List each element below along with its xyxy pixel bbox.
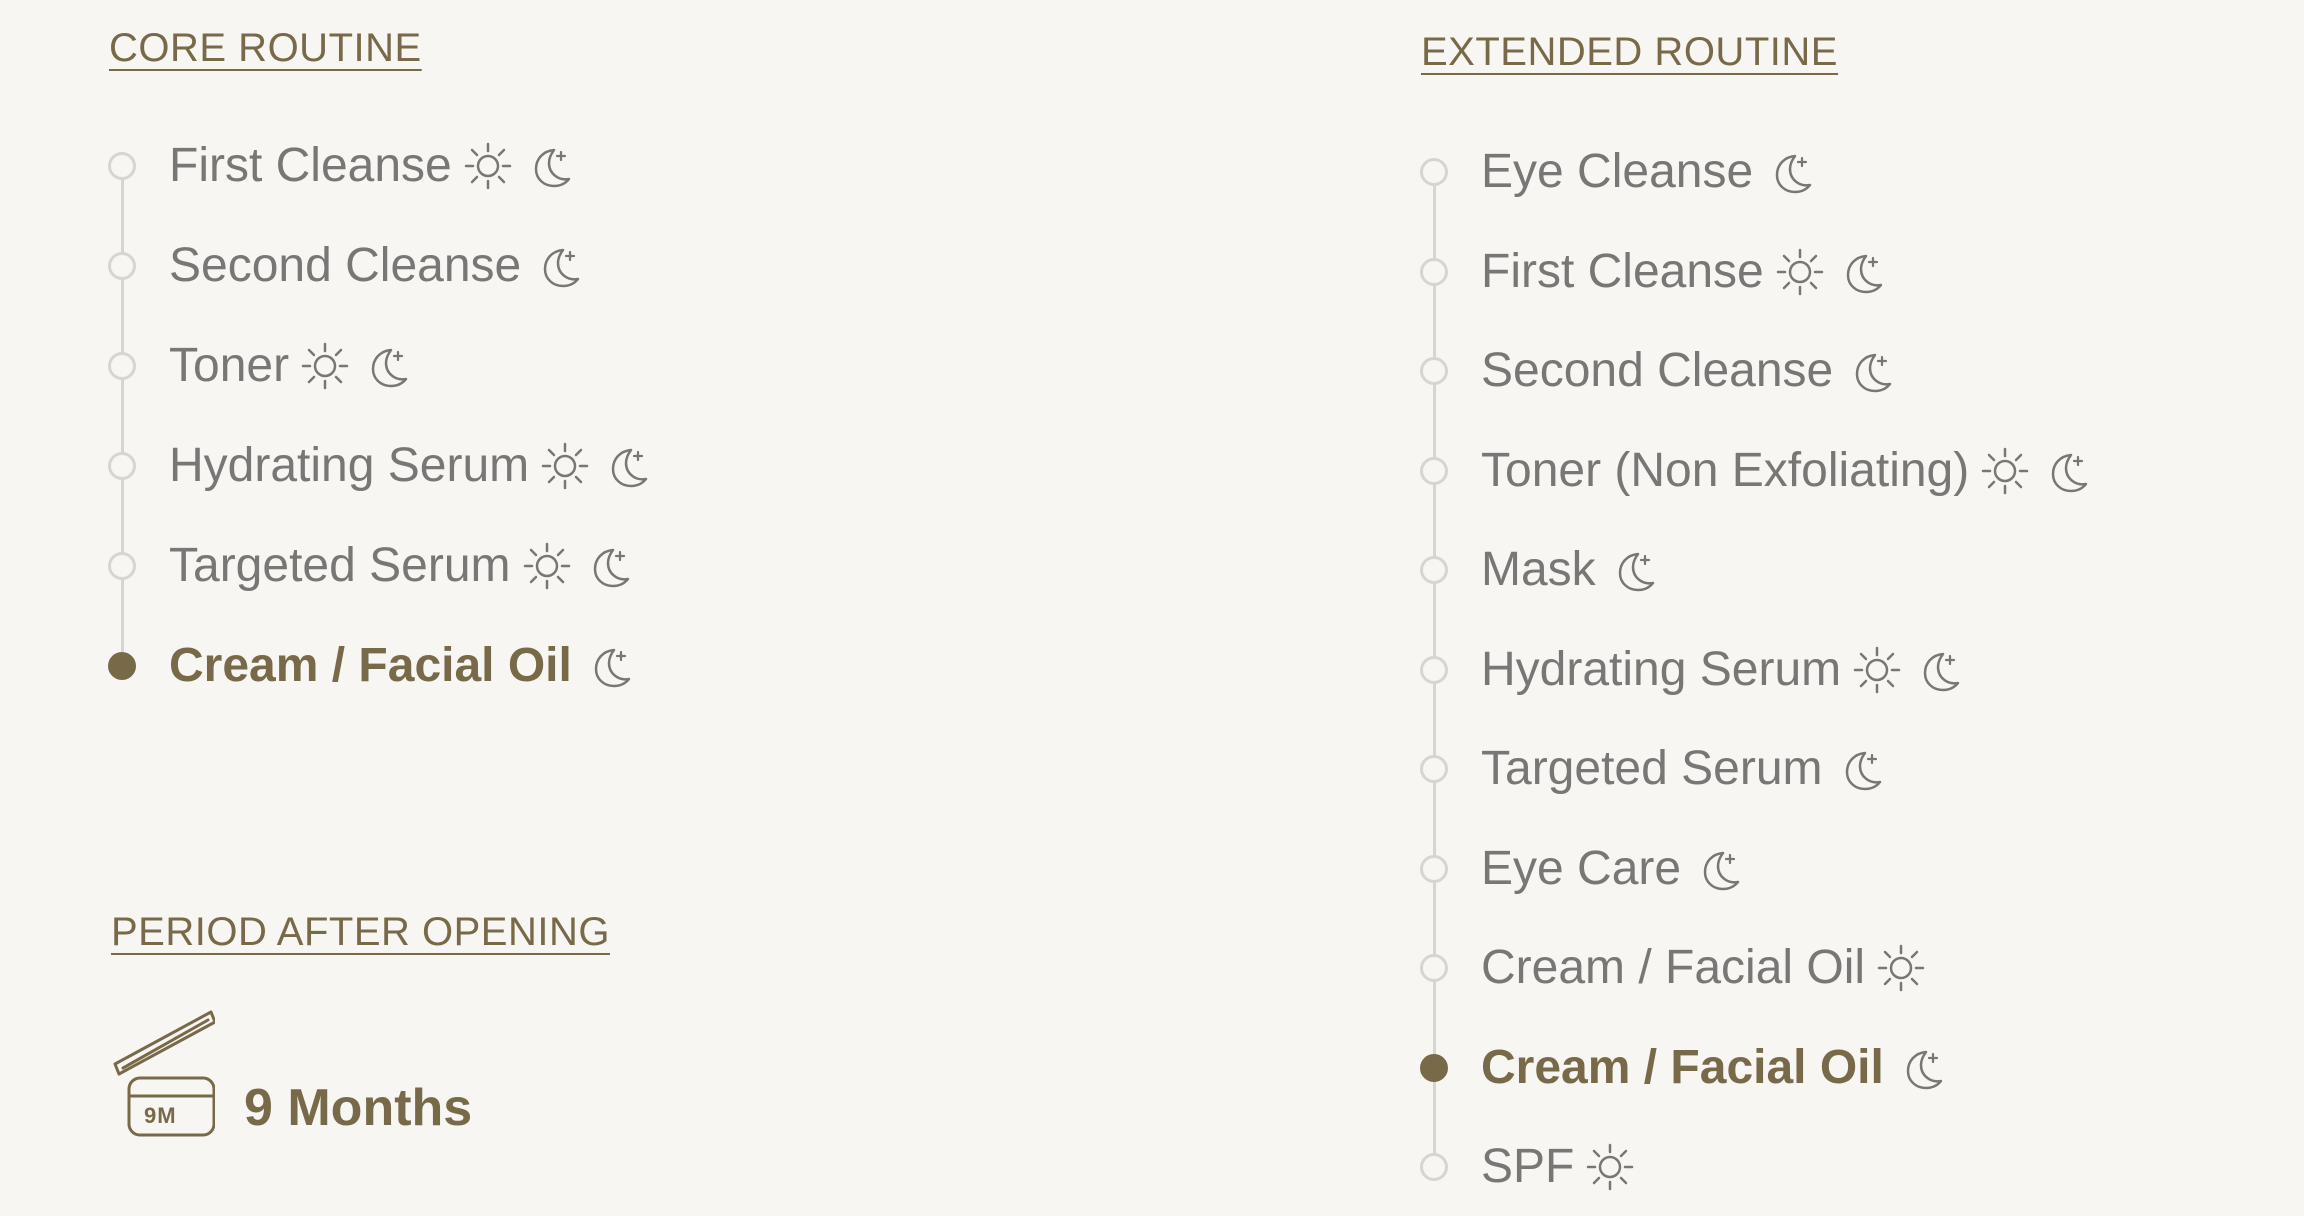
moon-icon: [1693, 845, 1741, 893]
sun-icon: [464, 142, 512, 190]
core-routine-step-label-group: Targeted Serum: [169, 542, 631, 590]
moon-icon: [601, 442, 649, 490]
sun-icon: [523, 542, 571, 590]
step-marker[interactable]: [1420, 655, 1448, 684]
core-routine-title: CORE ROUTINE: [109, 26, 422, 70]
step-marker[interactable]: [1420, 854, 1448, 883]
core-routine-step-label-group: Hydrating Serum: [169, 442, 649, 490]
step-marker[interactable]: [108, 352, 136, 380]
core-routine-step-label-group: Cream / Facial Oil: [169, 642, 632, 690]
sun-icon: [541, 442, 589, 490]
step-marker[interactable]: [108, 452, 136, 480]
step-marker[interactable]: [108, 252, 136, 280]
extended-routine-step-label-group: Cream / Facial Oil: [1481, 944, 1925, 992]
core-routine-step-label: First Cleanse: [169, 139, 452, 192]
extended-routine-title: EXTENDED ROUTINE: [1421, 30, 1838, 74]
sun-icon: [1981, 447, 2029, 495]
extended-routine-step-label-group: First Cleanse: [1481, 244, 1884, 298]
extended-routine-step-label: SPF: [1481, 1140, 1575, 1193]
extended-routine-step-label-group: Second Cleanse: [1481, 347, 1893, 395]
sun-icon: [1877, 944, 1925, 992]
extended-routine-step-label-group: Eye Care: [1481, 841, 1741, 895]
sun-icon: [1853, 646, 1901, 694]
moon-icon: [1845, 347, 1893, 395]
core-routine-step-label: Toner: [169, 339, 290, 392]
moon-icon: [1913, 646, 1961, 694]
extended-routine-step-label: Eye Cleanse: [1481, 145, 1754, 198]
core-routine-timeline: [121, 152, 124, 652]
step-marker[interactable]: [1420, 357, 1448, 385]
extended-routine-list: Eye Cleanse First Cleanse Second Cleanse: [1420, 142, 2181, 1202]
step-marker[interactable]: [1420, 556, 1448, 584]
moon-icon: [1765, 148, 1813, 196]
core-routine-step-label-group: Second Cleanse: [169, 242, 581, 290]
extended-routine-step-label: Second Cleanse: [1481, 344, 1834, 397]
core-routine-step-label-group: First Cleanse: [169, 142, 572, 190]
extended-routine-step-label: Toner (Non Exfoliating): [1481, 443, 1970, 497]
period-after-opening-panel: 9M 9 Months: [111, 1008, 472, 1138]
step-marker[interactable]: [1420, 158, 1448, 186]
core-routine-step-label: Cream / Facial Oil: [169, 639, 572, 692]
extended-routine-step-label: Eye Care: [1481, 841, 1682, 895]
core-routine-list: First Cleanse Second Cleanse Toner: [108, 136, 809, 696]
moon-icon: [583, 542, 631, 590]
extended-routine-step-label-group: SPF: [1481, 1143, 1634, 1191]
sun-icon: [301, 342, 349, 390]
extended-routine-step-label-group: Mask: [1481, 546, 1656, 594]
core-routine-step-label: Hydrating Serum: [169, 439, 530, 492]
moon-icon: [584, 642, 632, 690]
extended-routine-step-label: Cream / Facial Oil: [1481, 941, 1866, 994]
extended-routine-step-label-group: Toner (Non Exfoliating): [1481, 443, 2089, 497]
core-routine-step-label-group: Toner: [169, 342, 409, 390]
extended-routine-step-label: Targeted Serum: [1481, 742, 1823, 795]
jar-icon-label: 9M: [144, 1103, 177, 1128]
period-after-opening-value: 9 Months: [244, 1079, 473, 1137]
moon-icon: [1896, 1044, 1944, 1092]
step-marker[interactable]: [1420, 755, 1448, 783]
active-step-marker[interactable]: [1420, 1053, 1448, 1082]
extended-routine-step-label-group: Hydrating Serum: [1481, 642, 1961, 696]
extended-routine-step-label-group: Targeted Serum: [1481, 745, 1883, 793]
moon-icon: [1835, 745, 1883, 793]
moon-icon: [533, 242, 581, 290]
moon-icon: [524, 142, 572, 190]
active-step-marker[interactable]: [108, 652, 136, 680]
step-marker[interactable]: [1420, 257, 1448, 286]
step-marker[interactable]: [1420, 954, 1448, 982]
extended-routine-step-label: First Cleanse: [1481, 244, 1764, 298]
core-routine-step-label: Targeted Serum: [169, 539, 511, 592]
sun-icon: [1586, 1143, 1634, 1191]
extended-routine-step-label: Mask: [1481, 543, 1596, 596]
step-marker[interactable]: [108, 552, 136, 580]
extended-routine-step-label: Cream / Facial Oil: [1481, 1040, 1884, 1094]
step-marker[interactable]: [1420, 1153, 1448, 1181]
step-marker[interactable]: [108, 152, 136, 180]
extended-routine-step-label-group: Eye Cleanse: [1481, 148, 1813, 196]
core-routine-step-label: Second Cleanse: [169, 239, 522, 292]
period-after-opening-title: PERIOD AFTER OPENING: [111, 910, 610, 954]
moon-icon: [1836, 248, 1884, 296]
step-marker[interactable]: [1420, 456, 1448, 485]
extended-routine-step-label: Hydrating Serum: [1481, 642, 1842, 696]
extended-routine-step-label-group: Cream / Facial Oil: [1481, 1040, 1944, 1094]
moon-icon: [2041, 447, 2089, 495]
open-jar-icon: [113, 1010, 215, 1137]
sun-icon: [1776, 248, 1824, 296]
moon-icon: [361, 342, 409, 390]
moon-icon: [1608, 546, 1656, 594]
